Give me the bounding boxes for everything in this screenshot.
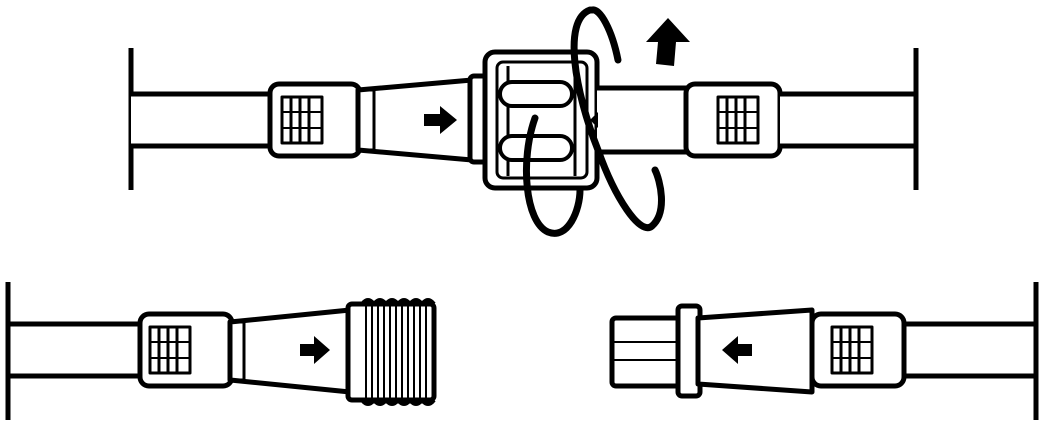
- thread-lines: [365, 306, 427, 398]
- male-threaded-connector: [5, 282, 437, 420]
- female-socket-connector: [609, 282, 1039, 420]
- arrow-left-icon: [722, 336, 752, 364]
- arrow-up-icon: [646, 18, 690, 66]
- left-cable-top: [128, 48, 272, 190]
- rotation-loop-icon: [523, 6, 665, 237]
- arrow-right-icon: [424, 106, 457, 134]
- coupling-nut: [482, 49, 600, 191]
- assembled-connector: [128, 6, 919, 237]
- socket-end: [609, 315, 685, 389]
- arrow-right-icon: [300, 336, 330, 364]
- left-grip-sleeve-top: [267, 81, 363, 159]
- right-cable-top: [597, 48, 919, 190]
- arrow-tip-icon: [590, 112, 598, 128]
